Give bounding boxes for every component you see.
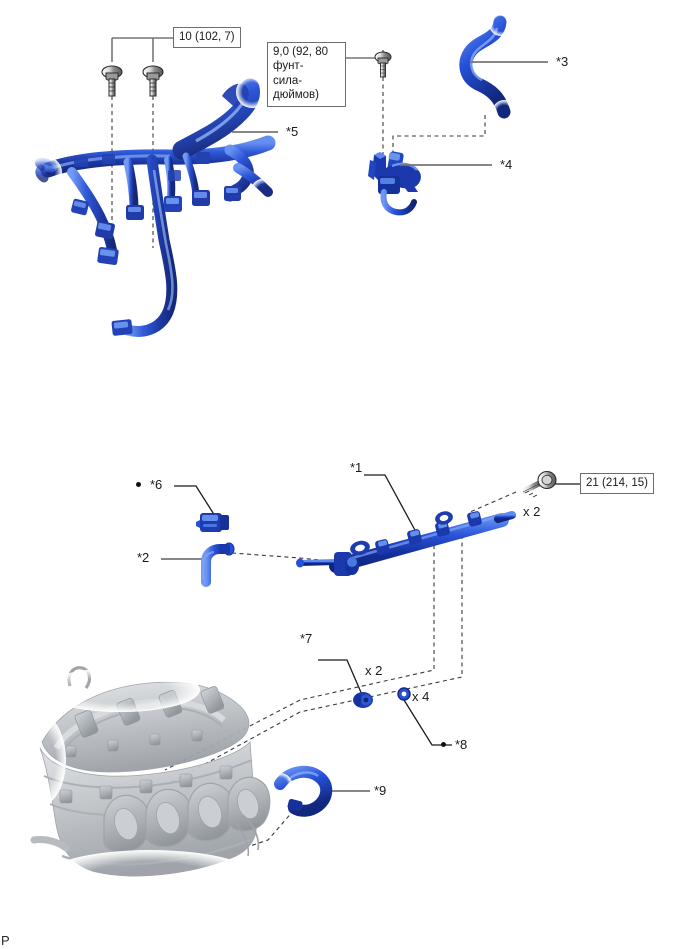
callout-bullet-8 [441,742,446,747]
callout-bullet-6 [136,482,141,487]
torque-line: 21 (214, 15) [586,477,649,489]
callout-label-3: *3 [556,54,569,69]
fuel-delivery-pipe-part [296,511,516,576]
bolt-rail [520,470,557,498]
callout-label-9: *9 [374,783,387,798]
callout-group-8: *8 [441,738,467,751]
vacuum-hose-part [268,765,333,817]
quantity-label-rail-bolts: x 2 [523,504,541,519]
torque-line: сила-дюймов) [273,74,319,102]
engine-assembly [14,666,271,910]
callout-label-4: *4 [500,157,513,172]
assembly-dash-hose-to-valve [392,115,486,158]
assembly-dash-to-engine-a [164,699,301,771]
leader-line-6 [174,485,216,517]
callout-label-2: *2 [137,550,150,565]
leader-line-1 [364,474,417,533]
grommet-small-part [397,687,411,701]
leader-line-7 [318,659,364,698]
torque-line: 10 (102, 7) [179,31,235,43]
harness-connectors [71,152,241,336]
assembly-dash-to-engine-b [171,711,301,783]
wire-harness-part [26,76,282,337]
quantity-label-grommet-small: x 4 [412,689,430,704]
assembly-dash-inletpipe [231,552,331,562]
page-corner-mark: P [1,933,10,948]
callout-label-1: *1 [350,460,363,475]
valve-bolt-bracket [345,50,384,59]
callout-group-6: *6 [136,478,162,491]
assembly-dash-grommet-b [299,535,463,713]
fuel-inlet-pipe-part [201,542,235,587]
callout-label-5: *5 [286,124,299,139]
bolt-valve [374,51,392,78]
ventilation-hose-part [459,12,516,126]
quantity-label-grommet-large: x 2 [365,663,383,678]
callout-label-6: *6 [150,477,163,492]
bolt-harness-2 [142,65,164,97]
torque-box-rail-bolts: 21 (214, 15) [580,473,654,495]
callout-label-8: *8 [455,737,468,752]
callout-label-7: *7 [300,631,313,646]
assembly-dash-bolt-rail [469,491,517,513]
bolt-harness-1 [101,65,123,97]
torque-line: 9,0 (92, 80 фунт- [273,46,328,73]
purge-valve-part [368,151,421,216]
connector-part [196,513,229,532]
torque-box-valve-bolt: 9,0 (92, 80 фунт- сила-дюймов) [267,42,346,107]
assembly-dash-hose9 [249,809,295,847]
torque-box-harness-bolts: 10 (102, 7) [173,27,241,49]
grommet-large-part [353,692,373,708]
